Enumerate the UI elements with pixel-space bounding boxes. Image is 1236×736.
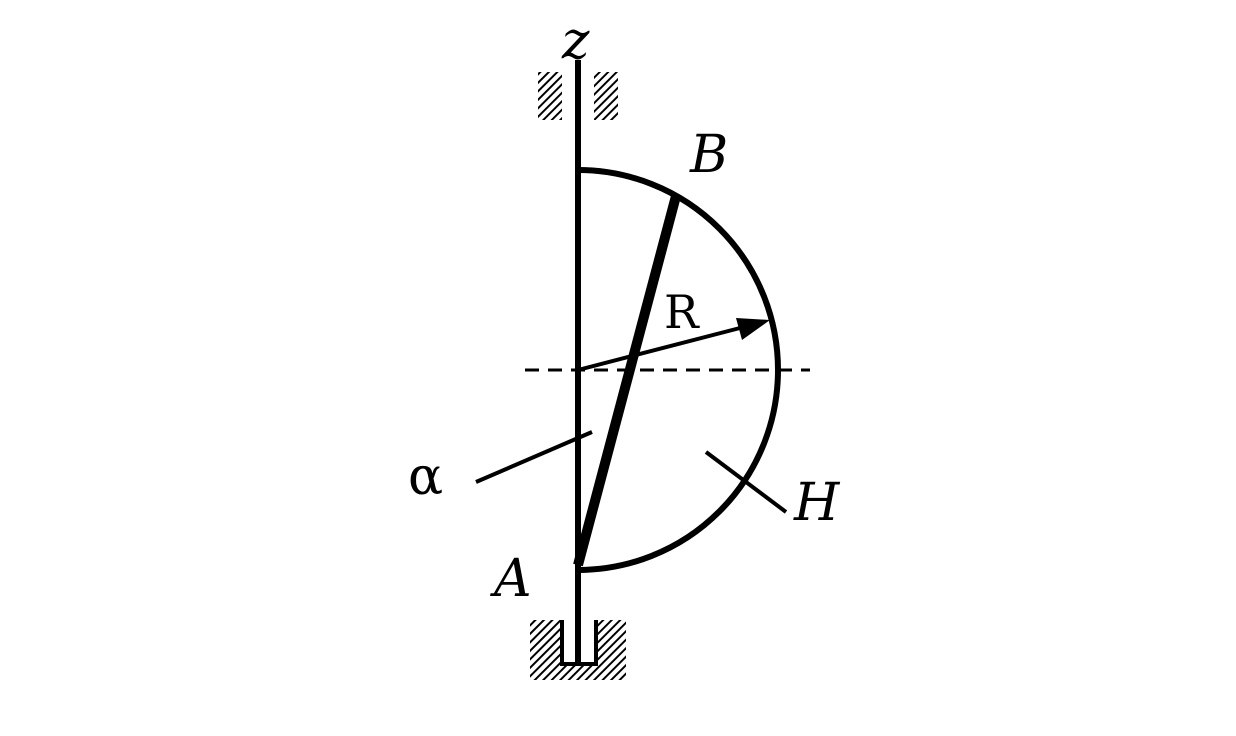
label-z: z (561, 11, 590, 71)
bottom-bearing (530, 620, 626, 680)
label-a: A (490, 549, 532, 609)
alpha-leader-line (475, 430, 593, 484)
rod-ab (573, 194, 681, 567)
bottom-bearing-hatch (530, 620, 626, 680)
label-alpha: α (408, 447, 443, 507)
top-bearing-left-block (538, 72, 562, 120)
radius-arrowhead (736, 318, 770, 340)
label-r: R (664, 285, 700, 339)
label-h: H (793, 473, 841, 533)
bottom-bearing-socket (560, 620, 598, 666)
label-b: B (689, 125, 728, 185)
top-bearing-right-block (594, 72, 618, 120)
top-bearing (538, 72, 618, 120)
radius-line (577, 326, 741, 372)
radius-arrow (577, 318, 770, 372)
h-leader-line (704, 450, 788, 514)
